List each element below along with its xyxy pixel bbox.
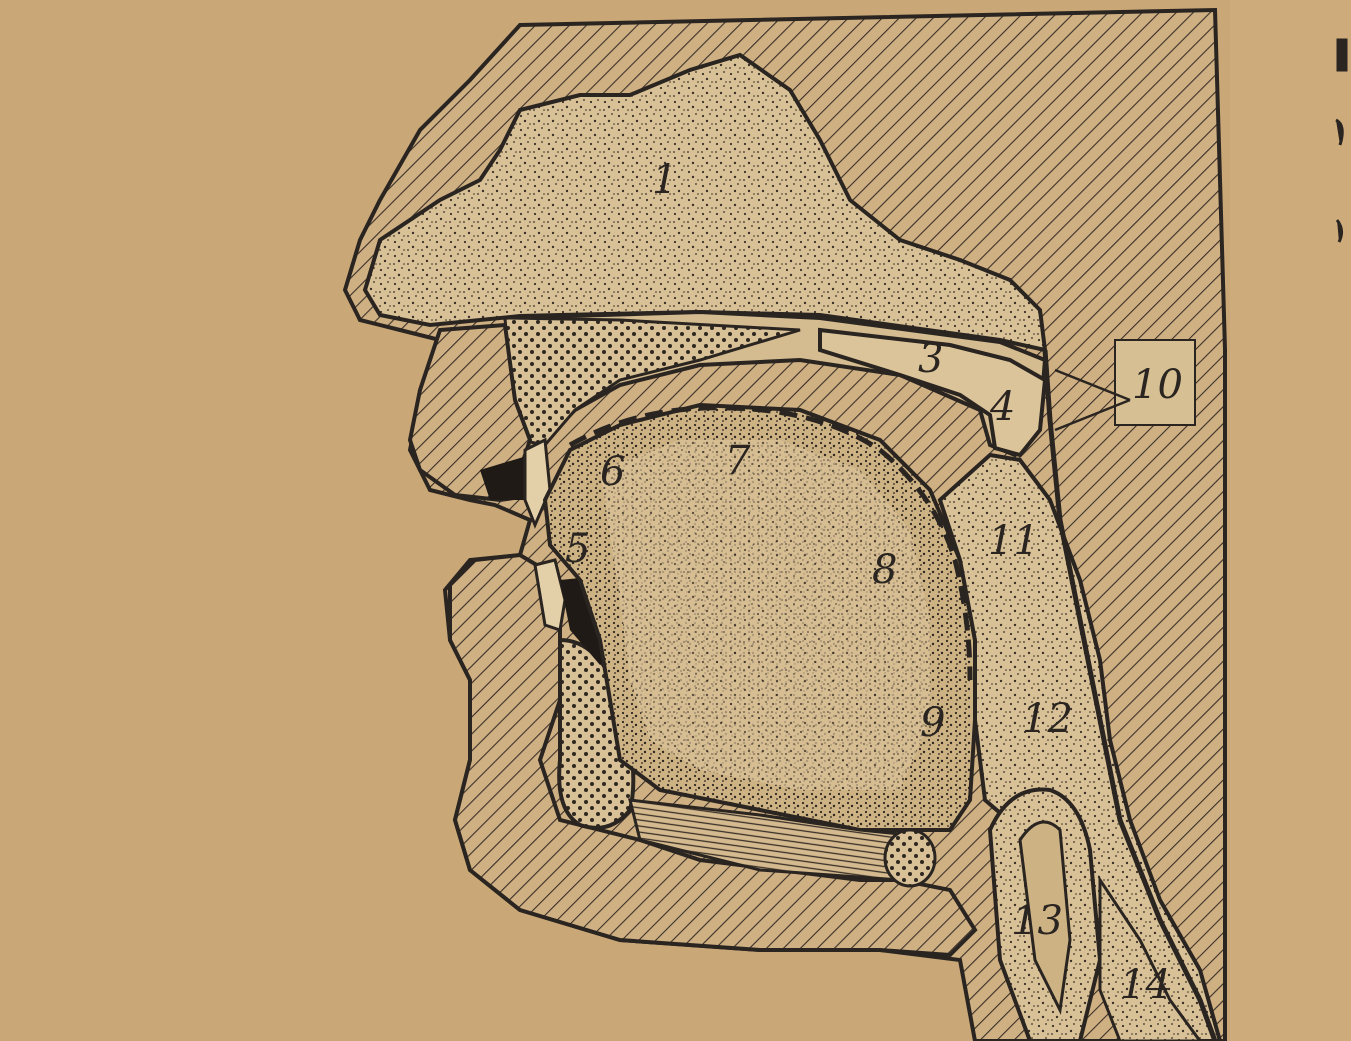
label-7: 7: [725, 438, 751, 484]
label-14: 14: [1120, 962, 1171, 1008]
label-9: 9: [920, 700, 945, 746]
label-10: 10: [1132, 362, 1183, 408]
label-13: 13: [1012, 898, 1063, 944]
label-4: 4: [989, 384, 1015, 430]
hyoid-bone: [885, 830, 935, 886]
label-8: 8: [872, 547, 897, 593]
label-5: 5: [565, 526, 590, 572]
label-6: 6: [600, 449, 625, 495]
label-11: 11: [988, 518, 1039, 564]
label-12: 12: [1022, 696, 1073, 742]
label-3: 3: [918, 336, 943, 382]
label-1: 1: [652, 157, 677, 203]
paper-shadow-right: [1230, 0, 1351, 1041]
